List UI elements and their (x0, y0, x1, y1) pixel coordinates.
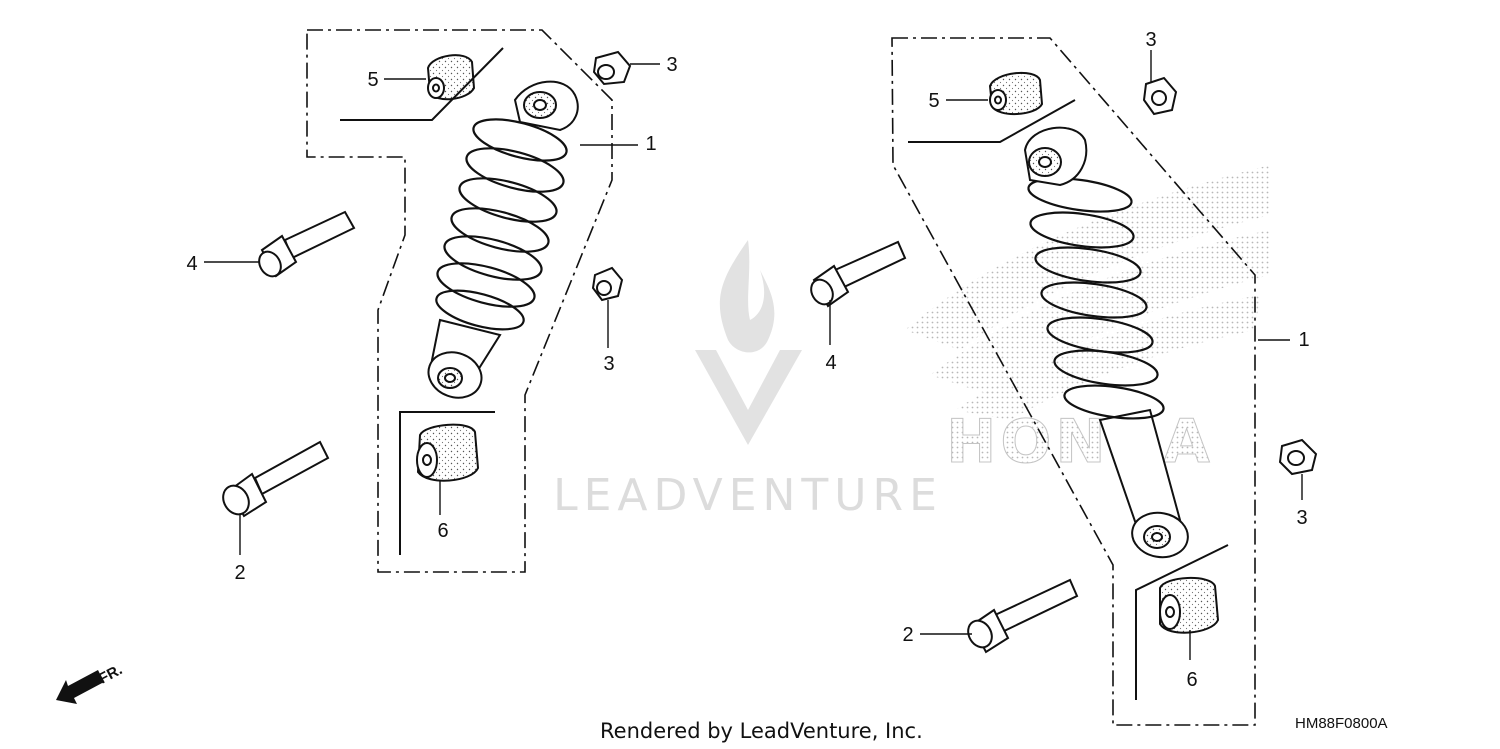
right-callout-2: 2 (902, 624, 913, 646)
left-callout-3-mid: 3 (603, 353, 614, 375)
left-lower-bolt (222, 440, 330, 518)
left-callout-5: 5 (367, 69, 378, 91)
honda-wing-watermark: HONDA (905, 165, 1270, 478)
diagram-code: HM88F0800A (1295, 715, 1388, 732)
left-coil-spring (435, 118, 568, 331)
flame-icon (719, 240, 775, 353)
right-callout-6: 6 (1186, 669, 1197, 691)
right-callout-3-top: 3 (1145, 29, 1156, 51)
right-mid-nut (1278, 438, 1318, 476)
right-callout-3-mid: 3 (1296, 507, 1307, 529)
left-callout-4: 4 (186, 253, 197, 275)
right-top-bushing (988, 71, 1044, 116)
right-upper-bolt (810, 240, 907, 308)
left-top-nut (592, 50, 632, 86)
left-group-boundary (306, 29, 613, 573)
right-assembly: 5 3 1 4 3 6 2 (810, 29, 1318, 726)
honda-logo-watermark: HONDA (946, 407, 1214, 477)
right-coil-spring (1027, 177, 1165, 420)
left-callout-2: 2 (234, 562, 245, 584)
left-top-bushing (426, 54, 476, 101)
left-bottom-bushing (416, 423, 480, 482)
right-top-nut (1142, 76, 1178, 116)
right-shock-absorber (1023, 126, 1189, 559)
left-callout-3-top: 3 (666, 54, 677, 76)
front-direction-indicator: FR. (56, 661, 125, 704)
right-group-boundary (891, 37, 1256, 726)
left-mid-nut (591, 266, 624, 302)
front-arrow-icon (56, 670, 104, 704)
v-shield-icon (695, 350, 802, 445)
left-shock-absorber (427, 80, 579, 399)
rendered-by-credit: Rendered by LeadVenture, Inc. (600, 719, 923, 743)
left-assembly: 5 3 1 4 3 6 2 (186, 29, 678, 584)
right-callout-5: 5 (928, 90, 939, 112)
right-callout-4: 4 (825, 352, 836, 374)
left-callout-1: 1 (645, 133, 656, 155)
right-callout-1: 1 (1298, 329, 1309, 351)
brand-watermark-text: LEADVENTURE (553, 470, 943, 521)
leadventure-watermark: LEADVENTURE (553, 240, 943, 521)
left-callout-6: 6 (437, 520, 448, 542)
right-lower-bolt (967, 578, 1079, 654)
left-upper-bolt (258, 210, 356, 278)
right-bottom-bushing (1159, 576, 1220, 634)
